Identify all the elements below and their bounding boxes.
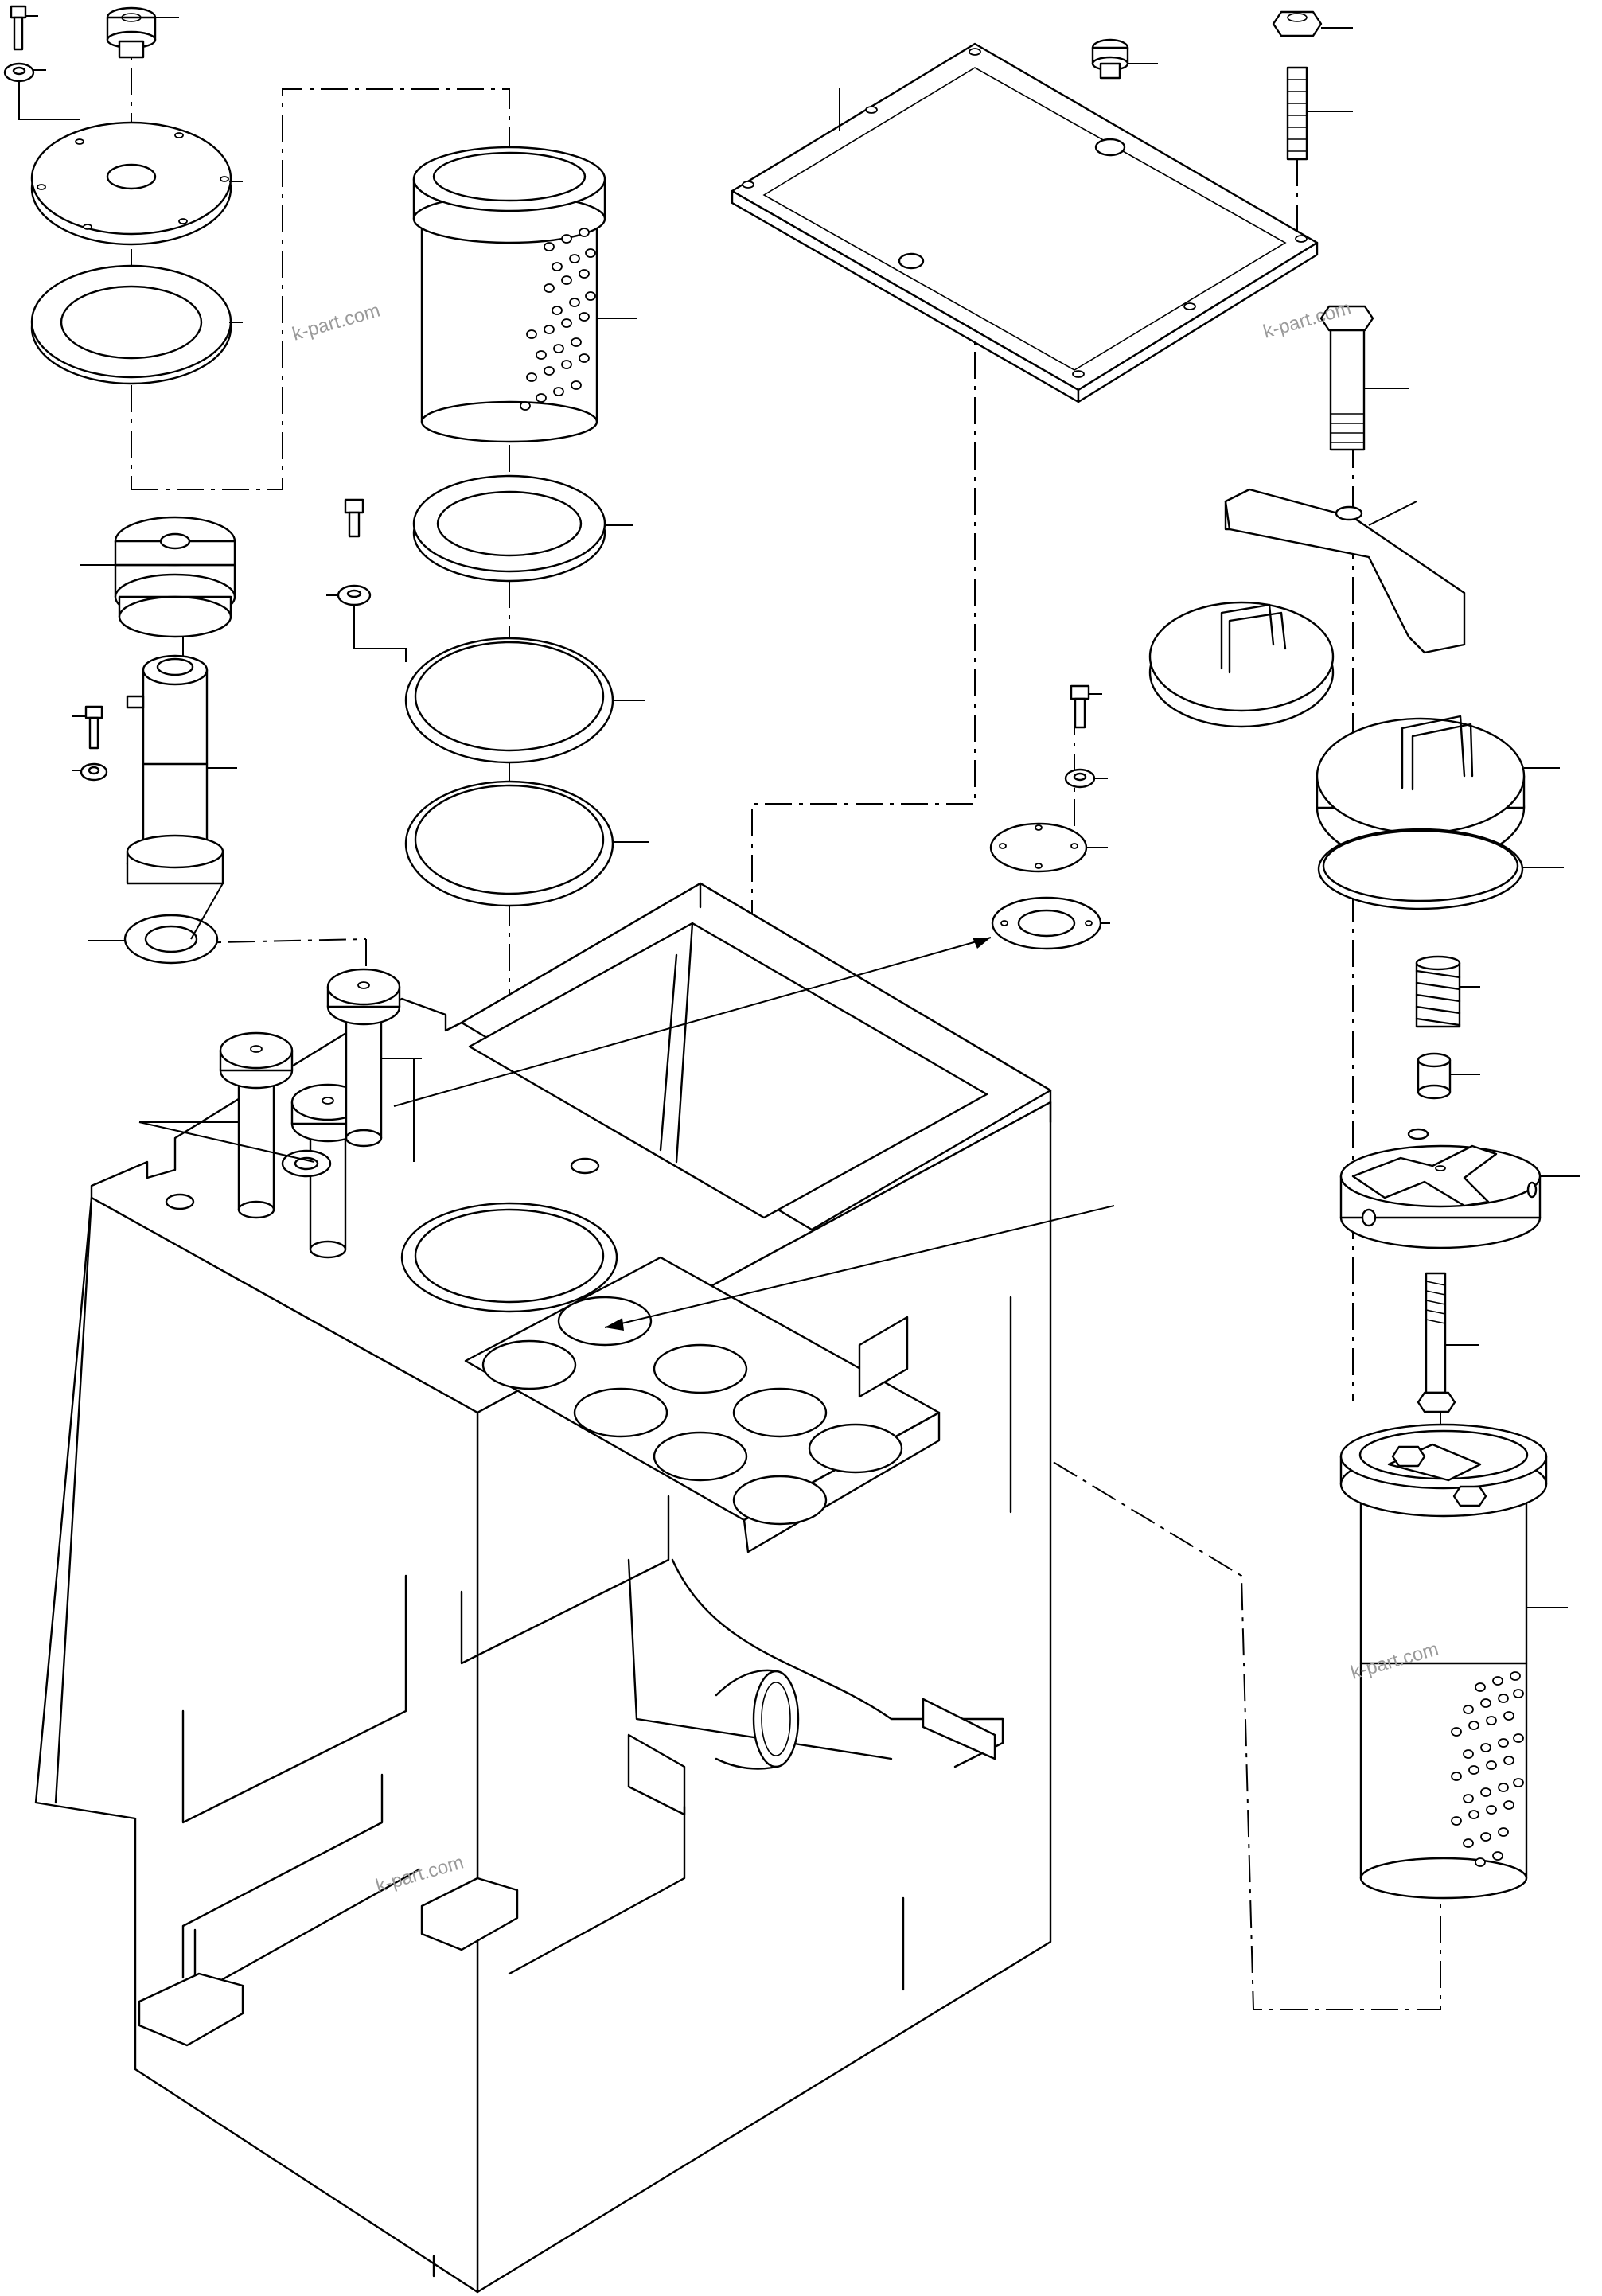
bolt-part [10,5,38,51]
gasket-part [30,264,243,385]
pipe-flange-gasket-part [88,914,219,965]
filler-cap-assembly [3,5,243,385]
element-gasket-part [412,474,633,583]
inspection-plate-part [989,822,1108,873]
inspection-cover-assembly [604,684,1115,1331]
tank-cover [731,10,1353,403]
stud-nut-part [1272,10,1353,231]
hold-down-bolt-part [1319,305,1409,451]
cover-plug-part [1091,38,1158,157]
o-ring-2-part [404,780,649,907]
flange-bolt-part [72,705,108,782]
breather-1 [219,1031,294,1219]
valve-body-part [1339,1128,1580,1249]
inspection-gasket-part [991,896,1110,950]
suction-pipe-part [126,654,237,885]
strainer-perforations [1451,1671,1524,1867]
suction-strainer-part [1339,1423,1568,1900]
retainer-assembly [1148,305,1580,1900]
watermark-text-1: k-part.com [290,300,382,345]
element-bolt-part [326,498,407,662]
breather-cap-part [80,516,236,638]
clamp-bar-part [1224,488,1466,654]
plug-part [106,6,179,59]
o-ring-1-part [404,637,645,764]
cover-o-ring-part [1317,828,1564,910]
washer-part [3,62,46,83]
breather-assembly [72,516,237,965]
filter-element-stack [326,146,649,907]
breather-3 [326,968,401,1148]
cover-plate-part [30,121,243,246]
hydraulic-tank [34,882,1052,2294]
spacer-part [1417,1052,1480,1100]
strainer-cover-left-part [1148,601,1335,728]
filter-element-part [412,146,637,443]
strainer-rod-part [1417,1272,1479,1413]
spring-part [1415,955,1480,1028]
tank-breathers [138,937,992,1259]
inspection-bolt-part [1064,684,1108,789]
perforation-holes [520,228,596,411]
